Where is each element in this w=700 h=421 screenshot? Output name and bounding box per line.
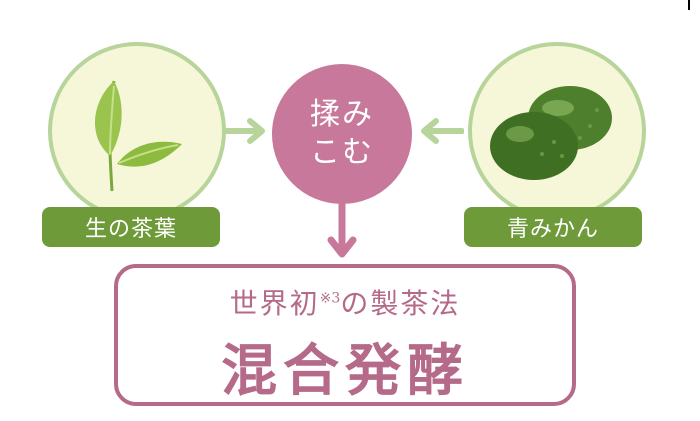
raw-tea-leaf-label: 生の茶葉: [42, 207, 220, 247]
footnote-mark: ※3: [319, 290, 341, 307]
method-subtitle: 世界初※3の製茶法: [118, 282, 572, 322]
corner-mark: [688, 0, 690, 10]
method-suffix: の製茶法: [340, 287, 461, 320]
knead-label-line1: 揉み: [310, 97, 374, 132]
method-name: 混合発酵: [221, 338, 469, 404]
arrow-down-icon: [327, 200, 357, 258]
method-prefix: 世界初: [229, 287, 320, 320]
production-method-box: 世界初※3の製茶法 混合発酵: [114, 264, 576, 406]
tea-leaf-circle: [48, 42, 226, 220]
arrow-left-icon: [421, 118, 464, 144]
green-mikan-icon: [490, 86, 612, 180]
green-mikan-label: 青みかん: [464, 207, 642, 247]
arrow-right-icon: [222, 118, 265, 144]
green-mikan-circle: [468, 42, 646, 220]
tea-leaf-icon: [94, 80, 182, 192]
knead-circle: 揉み こむ: [272, 64, 412, 204]
knead-label-line2: こむ: [310, 135, 374, 170]
